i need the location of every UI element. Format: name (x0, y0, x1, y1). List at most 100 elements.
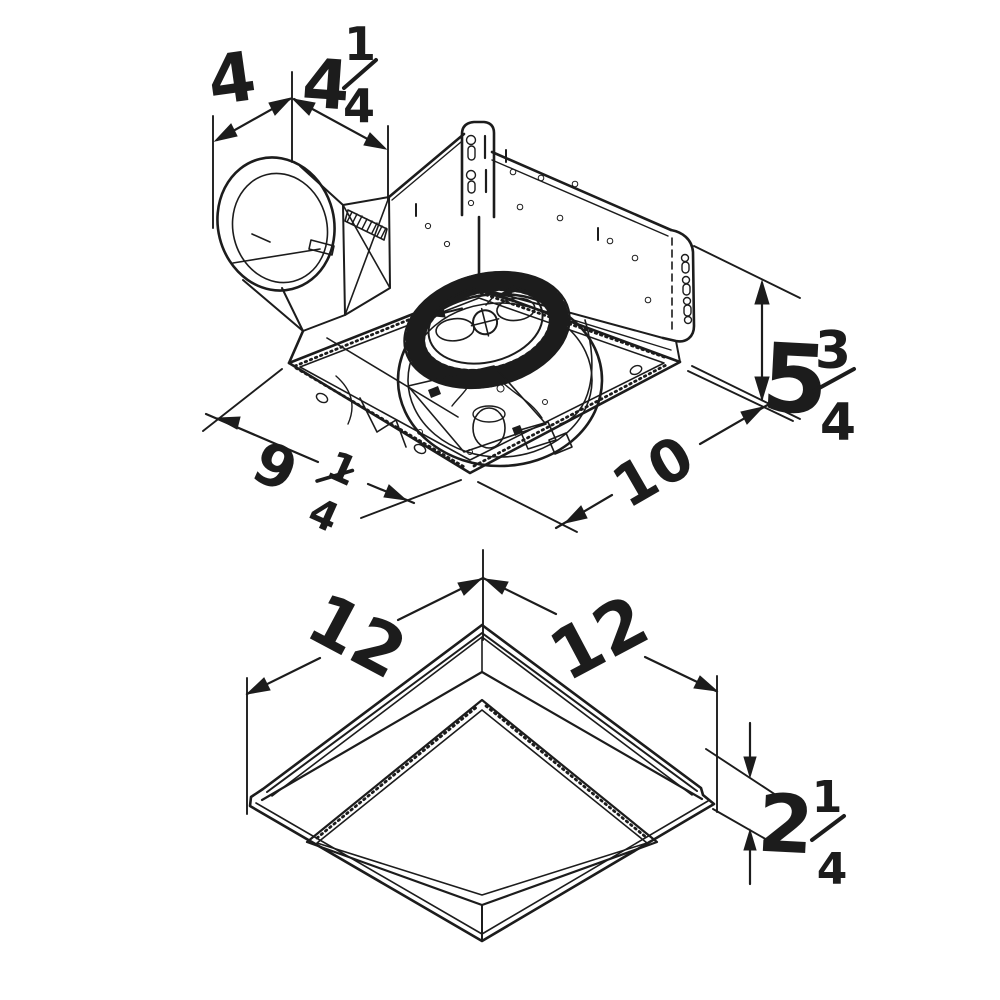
corner-tab-outline (460, 120, 496, 219)
wiring-box (519, 421, 557, 450)
funnel-to-plate-edge (302, 314, 346, 332)
extension-line (477, 481, 578, 533)
damper-slot (344, 209, 388, 241)
fraction-slash (810, 814, 846, 842)
corner-tab-keyholes (465, 134, 488, 207)
damper-slot-hatching (346, 211, 387, 239)
right-wall-holes (505, 149, 652, 304)
motor-cylinder (472, 407, 506, 449)
duct-damper-chord (232, 248, 321, 264)
dim-label-denominator: 4 (820, 393, 856, 453)
housing-view (216, 120, 696, 475)
motor-plate (407, 365, 547, 453)
dim-label-whole: 4 (300, 44, 353, 126)
dim-label-group: 12 (295, 577, 420, 695)
panel-shade-right (484, 704, 649, 840)
duct-connector (216, 156, 391, 332)
extension-line (705, 748, 780, 798)
duct-inner-ring (231, 172, 329, 284)
motor-cylinder-top (472, 405, 506, 423)
grille-view (248, 623, 716, 943)
grille-body (248, 623, 716, 943)
duct-outlet-ring (216, 156, 336, 292)
dim-label-denominator: 4 (301, 489, 345, 542)
rim-hole (629, 364, 643, 376)
arrowhead (268, 97, 293, 116)
dim-label-numerator: 1 (320, 442, 364, 495)
rotation-arrows (430, 286, 530, 318)
screw (542, 399, 548, 405)
dim-label-numerator: 1 (344, 17, 376, 71)
grille-bevel-shoulder (260, 670, 704, 802)
dim-label-denominator: 4 (817, 844, 848, 895)
dim-grille-height: 2 1 4 (705, 721, 848, 895)
wall-hole (443, 240, 451, 248)
extension-line (360, 479, 462, 519)
side-bracket-outline (661, 228, 696, 343)
rim-hole (315, 392, 329, 404)
dim-label-group: 10 (601, 422, 705, 521)
dim-label-whole: 2 (756, 777, 816, 873)
arrowhead (563, 505, 588, 524)
dim-housing-width: 10 (477, 370, 794, 533)
motor-assembly (335, 365, 573, 455)
arrowhead (363, 132, 388, 150)
plug (548, 432, 573, 455)
wheel-fins (405, 271, 569, 389)
hub-cutout-right (496, 297, 536, 322)
left-wall-top-edge (387, 132, 466, 199)
arrowhead (754, 279, 770, 305)
dim-housing-depth: 9 1 4 (202, 368, 462, 543)
blower-opening-ring (396, 292, 604, 468)
wire (451, 371, 472, 407)
arrowhead (743, 756, 757, 779)
arrowhead (291, 98, 316, 116)
dim-duct-width: 4 (203, 37, 293, 229)
rim-hole (413, 443, 427, 455)
panel-shade-left (315, 704, 480, 840)
duct-seam (251, 233, 271, 243)
plate-fold-line (344, 196, 390, 316)
plate-fold-line (342, 204, 391, 289)
rim-hatch-right (472, 362, 670, 468)
blower-wheel (403, 270, 571, 393)
arrowhead (693, 675, 719, 692)
arrowhead (383, 484, 408, 501)
dim-label-numerator: 1 (812, 772, 843, 823)
damper-tab (308, 239, 335, 256)
arrowhead (457, 578, 483, 596)
side-bracket-keyholes (680, 253, 693, 325)
grille-inner-panel (305, 698, 659, 907)
rim-hatch-left (294, 366, 468, 470)
left-wall-left-edge (287, 329, 305, 365)
dim-label-whole: 10 (601, 422, 705, 521)
wheel-bolt (496, 384, 505, 393)
opening-ring-inner (407, 302, 593, 458)
screw (417, 429, 423, 435)
dim-duct-offset: 4 1 4 (291, 17, 389, 201)
screw (467, 449, 473, 455)
extension-line (693, 245, 801, 299)
arrowhead (245, 677, 271, 695)
flange-end-edge (675, 340, 681, 363)
wheel-hub-plate (427, 283, 544, 365)
scroll-curve (559, 319, 593, 425)
arrowhead (215, 416, 241, 430)
fraction-slash (315, 468, 355, 483)
right-wall-top-inner (491, 159, 669, 237)
dim-label-numerator: 3 (815, 321, 851, 381)
left-wall-top-inner (391, 141, 462, 201)
extension-line (691, 365, 801, 420)
dim-label-whole: 12 (295, 577, 420, 695)
dim-label-group: 9 1 4 (243, 428, 364, 543)
dim-housing-height: 5 3 4 (691, 245, 856, 453)
dim-grille-left: 12 (245, 576, 485, 815)
dim-label-whole: 5 (759, 323, 831, 436)
arrowhead (754, 376, 770, 402)
grille-lip-line-2 (266, 632, 698, 793)
right-wall-top-edge (490, 150, 673, 232)
bottom-plate-edge (326, 337, 459, 418)
wire (499, 379, 543, 419)
